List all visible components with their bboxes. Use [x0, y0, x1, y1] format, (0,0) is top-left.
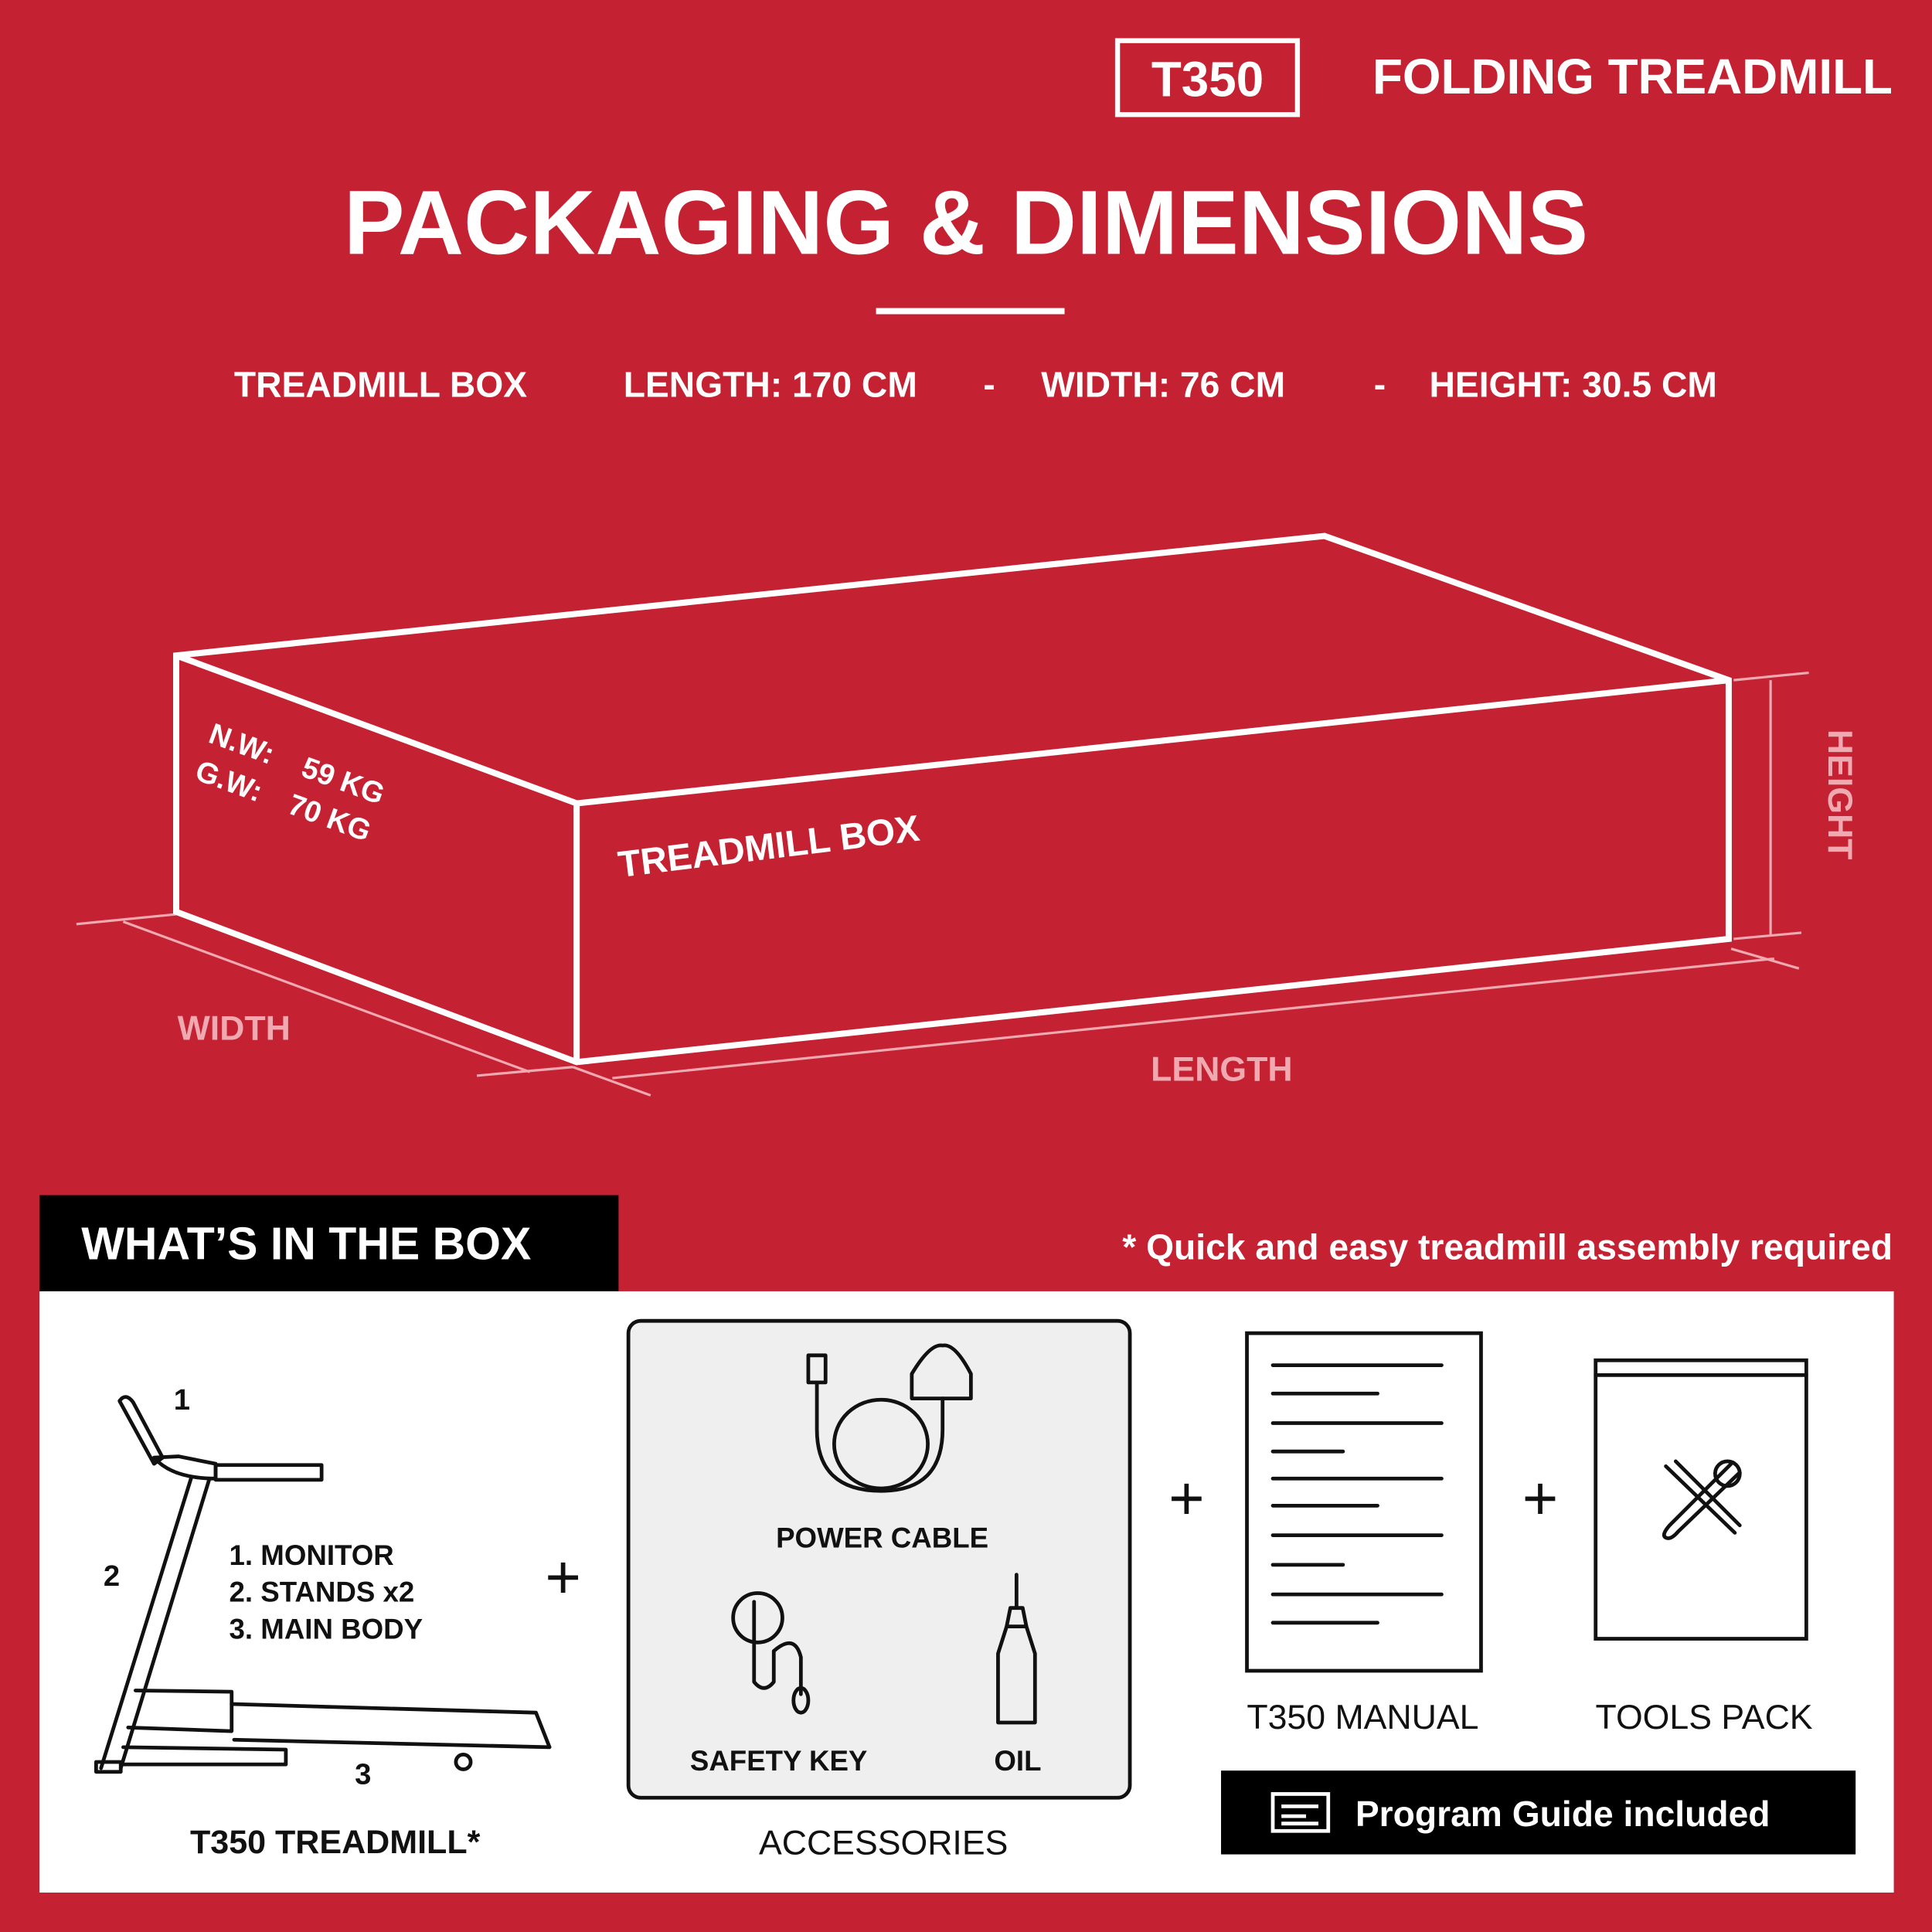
wrench-screwdriver-icon	[1662, 1459, 1742, 1540]
callout-3: 3	[355, 1758, 371, 1791]
contents-heading: WHAT’S IN THE BOX	[81, 1218, 531, 1269]
plus-icon: +	[1168, 1464, 1205, 1532]
tools-item: TOOLS PACK	[1594, 1358, 1813, 1736]
manual-lines	[1270, 1363, 1444, 1625]
title-divider	[876, 308, 1065, 315]
length-label: LENGTH	[1151, 1050, 1292, 1088]
accessories-panel	[626, 1318, 1132, 1800]
plus-icon: +	[1522, 1464, 1559, 1532]
treadmill-item: 1 2 3 1. MONITOR 2. STANDS x2 3. MAIN BO…	[94, 1383, 552, 1861]
product-title: FOLDING TREADMILL	[1372, 49, 1893, 104]
spec-separator: -	[983, 364, 995, 404]
page-title: PACKAGING & DIMENSIONS	[344, 172, 1588, 274]
oil-bottle-icon	[996, 1573, 1037, 1725]
spec-width: WIDTH: 76 CM	[1041, 364, 1285, 404]
callout-2: 2	[104, 1560, 120, 1593]
treadmill-caption: T350 TREADMILL*	[190, 1824, 481, 1861]
part-monitor: 1. MONITOR	[230, 1539, 394, 1571]
width-label: WIDTH	[178, 1010, 291, 1048]
part-stands: 2. STANDS x2	[230, 1577, 415, 1608]
manual-icon	[1245, 1331, 1483, 1673]
manual-item: T350 MANUAL	[1245, 1331, 1483, 1736]
manual-caption: T350 MANUAL	[1247, 1699, 1478, 1736]
spec-length: LENGTH: 170 CM	[624, 364, 917, 404]
power-cable-icon	[806, 1343, 973, 1493]
height-label: HEIGHT	[1821, 730, 1859, 860]
accessories-caption: ACCESSORIES	[759, 1825, 1008, 1862]
dimension-guides	[76, 671, 1809, 1097]
program-guide-label: Program Guide included	[1355, 1794, 1770, 1834]
safety-key-icon	[731, 1591, 811, 1715]
power-cable-label: POWER CABLE	[776, 1522, 988, 1554]
model-badge: T350	[1151, 51, 1264, 107]
header: T350 FOLDING TREADMILL	[1114, 38, 1893, 117]
accessories-item: POWER CABLE SAFETY KEY OIL ACCESSORIES	[626, 1318, 1132, 1862]
spec-label: TREADMILL BOX	[234, 364, 527, 404]
callout-1: 1	[174, 1383, 190, 1417]
treadmill-icon	[94, 1395, 552, 1774]
tools-bag-icon	[1594, 1358, 1808, 1641]
spec-height: HEIGHT: 30.5 CM	[1429, 364, 1716, 404]
tools-caption: TOOLS PACK	[1596, 1699, 1813, 1736]
model-badge-frame	[1114, 38, 1301, 117]
plus-icon: +	[545, 1543, 581, 1611]
contents-heading-bg	[39, 1195, 619, 1294]
box-outline	[173, 532, 1732, 1066]
oil-label: OIL	[994, 1745, 1041, 1777]
part-main-body: 3. MAIN BODY	[230, 1614, 423, 1645]
assembly-note: * Quick and easy treadmill assembly requ…	[1122, 1226, 1893, 1267]
specs-row: TREADMILL BOX LENGTH: 170 CM - WIDTH: 76…	[234, 364, 1717, 404]
spec-separator: -	[1374, 364, 1386, 404]
guide-icon	[1270, 1792, 1331, 1833]
safety-key-label: SAFETY KEY	[690, 1745, 868, 1777]
